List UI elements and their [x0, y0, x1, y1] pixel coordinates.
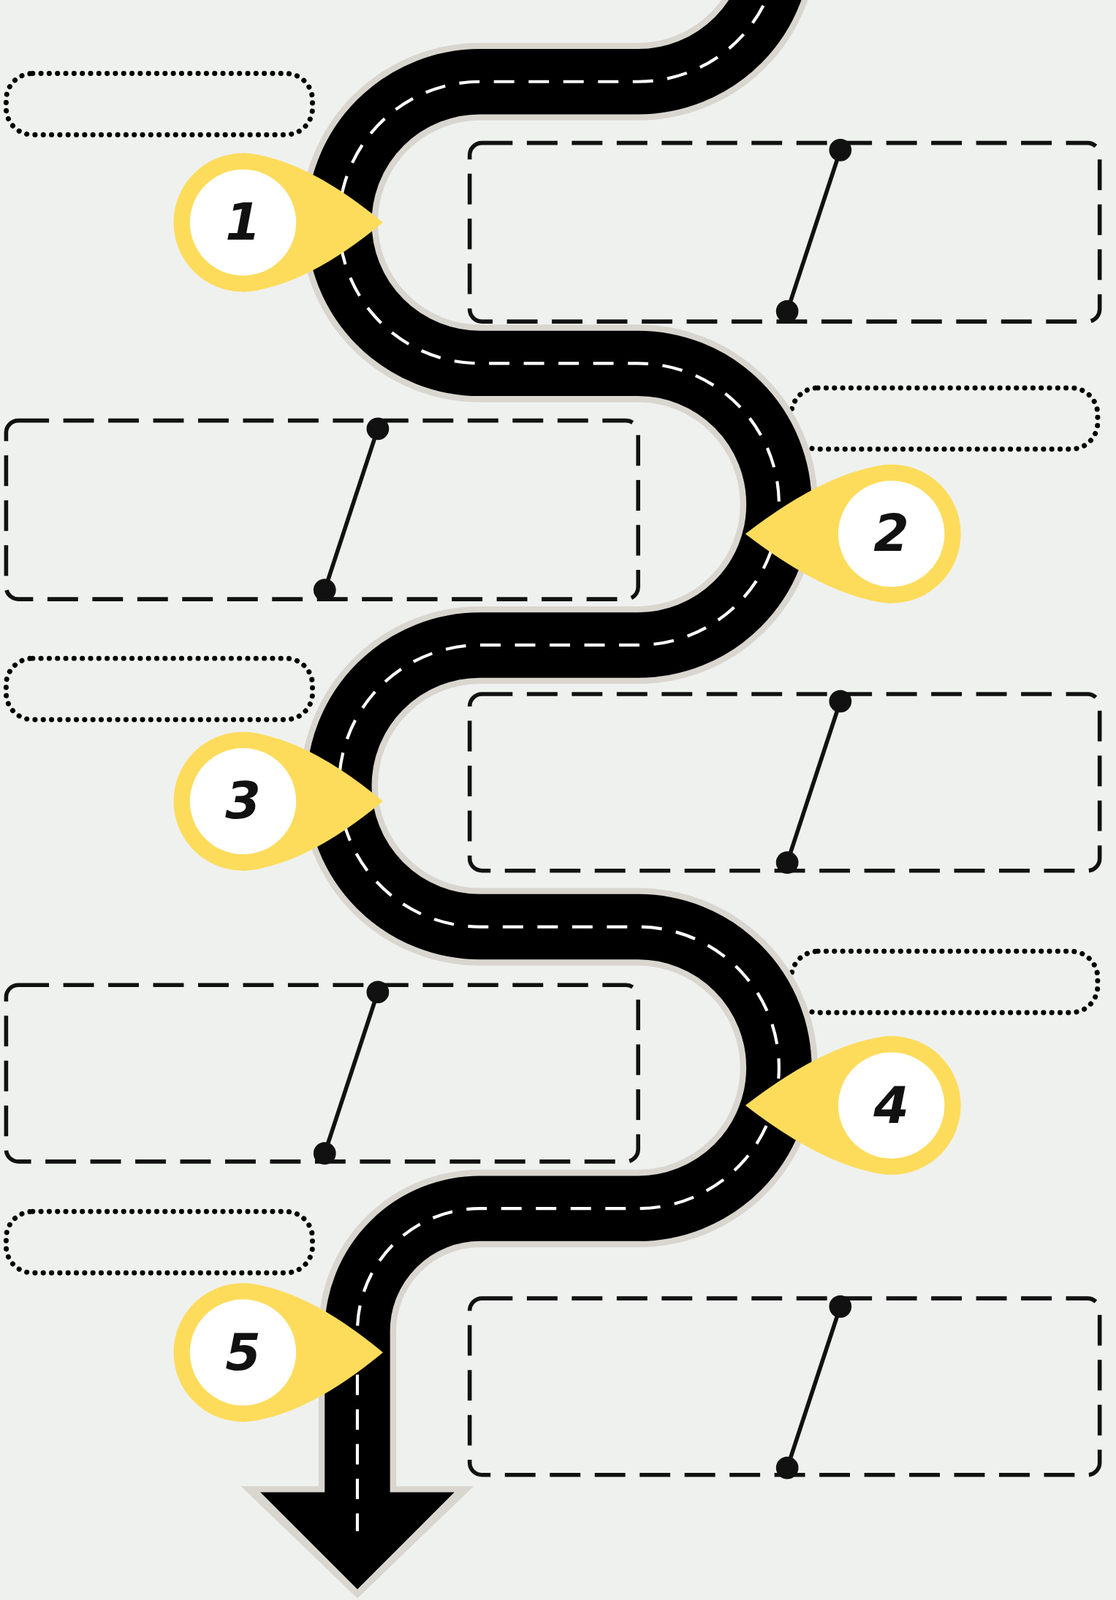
dotted-pill: [5, 658, 313, 720]
dashed-box: [469, 1298, 1100, 1476]
slant-line: [787, 701, 841, 864]
pin-circle: [173, 153, 313, 293]
step-pin: 5: [173, 1283, 313, 1423]
step-number: 2: [822, 464, 962, 604]
line-dot: [830, 1297, 850, 1317]
arrow-edge: [241, 1486, 475, 1600]
line-dot: [315, 1144, 334, 1163]
line-dot: [778, 853, 797, 872]
dashed-box: [5, 420, 639, 600]
dashed-box: [469, 143, 1100, 322]
step-pin: 1: [173, 153, 313, 293]
step-pin: 2: [822, 464, 962, 604]
dotted-pill: [5, 73, 313, 136]
lane-marking: [339, 0, 780, 1532]
line-dot: [315, 581, 334, 600]
step-number: 3: [173, 732, 313, 872]
step-pin: 3: [173, 732, 313, 872]
slant-line: [787, 1306, 841, 1469]
pin-circle: [173, 1283, 313, 1423]
slant-line: [324, 992, 378, 1155]
road: [241, 0, 780, 1600]
pin-circle: [822, 1036, 962, 1176]
pin-circle: [822, 464, 962, 604]
line-dot: [368, 419, 387, 438]
step-number: 1: [173, 153, 313, 293]
dotted-pill: [791, 951, 1098, 1013]
road-surface: [339, 0, 780, 1495]
slant-line: [324, 429, 378, 591]
step-pin: 4: [822, 1036, 962, 1176]
road-arrowhead: [260, 1493, 454, 1591]
step-number: 4: [822, 1036, 962, 1176]
pin-circle: [173, 732, 313, 872]
step-number: 5: [173, 1283, 313, 1423]
line-dot: [368, 982, 387, 1002]
line-dot: [830, 141, 850, 160]
dashed-box: [469, 694, 1100, 872]
dashed-box: [5, 985, 639, 1163]
line-dot: [830, 692, 850, 711]
slant-line: [787, 149, 841, 312]
dotted-pill: [791, 388, 1098, 450]
dotted-pill: [5, 1211, 313, 1274]
line-dot: [778, 1458, 797, 1478]
line-dot: [778, 302, 797, 321]
